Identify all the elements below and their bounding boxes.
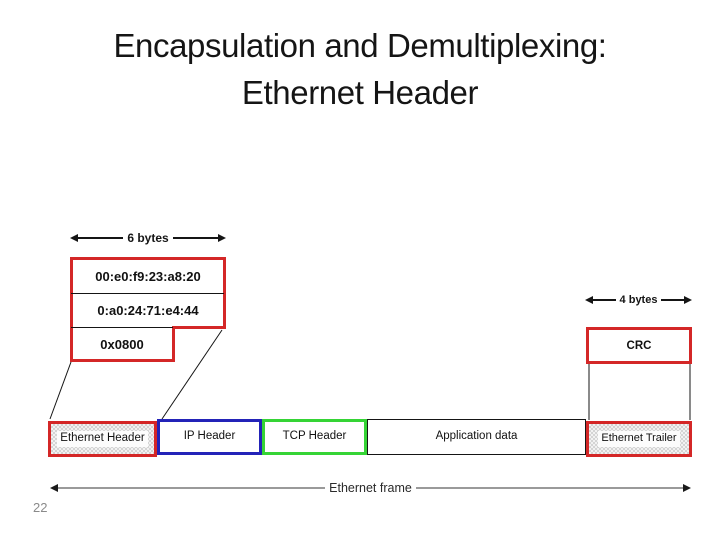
arrow-head-right-icon xyxy=(684,296,693,304)
ethernet-header-detail-box xyxy=(70,257,226,362)
destination-mac-field: 00:e0:f9:23:a8:20 xyxy=(95,269,201,284)
crc-box: CRC xyxy=(586,327,692,364)
six-bytes-label: 6 bytes xyxy=(127,230,169,245)
source-mac-field: 0:a0:24:71:e4:44 xyxy=(97,303,199,318)
ethernet-frame-arrow: Ethernet frame xyxy=(50,482,691,494)
frame-box-label: Ethernet Trailer xyxy=(598,431,680,447)
arrow-head-right-icon xyxy=(218,233,227,242)
arrow-head-left-icon xyxy=(50,484,58,492)
page-number: 22 xyxy=(33,500,48,515)
arrow-line xyxy=(172,236,219,239)
frame-box-application-data: Application data xyxy=(367,419,586,455)
connector-left-diagonal xyxy=(49,361,72,420)
frame-box-ethernet-header: Ethernet Header xyxy=(48,421,157,457)
ethernet-frame-label: Ethernet frame xyxy=(329,480,412,495)
arrow-head-left-icon xyxy=(585,296,593,304)
arrow-head-left-icon xyxy=(70,233,78,242)
frame-box-ip-header: IP Header xyxy=(157,419,262,455)
slide-title-line-2: Ethernet Header xyxy=(241,74,479,111)
four-bytes-label: 4 bytes xyxy=(619,293,658,306)
connector-right-diagonal xyxy=(161,329,223,420)
frame-box-label: TCP Header xyxy=(282,430,347,443)
frame-box-ethernet-trailer: Ethernet Trailer xyxy=(586,421,692,457)
frame-box-tcp-header: TCP Header xyxy=(262,419,367,455)
frame-box-label: Ethernet Header xyxy=(57,431,148,447)
arrow-line xyxy=(661,299,685,301)
ethertype-field: 0x0800 xyxy=(100,337,144,352)
arrow-line xyxy=(78,236,124,239)
arrow-line xyxy=(58,487,326,489)
arrow-line xyxy=(593,299,616,301)
four-bytes-arrow: 4 bytes xyxy=(585,293,693,306)
frame-box-label: IP Header xyxy=(183,430,236,443)
six-bytes-arrow: 6 bytes xyxy=(70,230,227,245)
slide-title: Encapsulation and Demultiplexing: Ethern… xyxy=(0,22,720,116)
arrow-head-right-icon xyxy=(683,484,691,492)
arrow-line xyxy=(415,487,683,489)
frame-box-label: Application data xyxy=(435,430,518,443)
crc-label: CRC xyxy=(626,339,652,352)
slide-title-line-1: Encapsulation and Demultiplexing: xyxy=(113,27,607,64)
